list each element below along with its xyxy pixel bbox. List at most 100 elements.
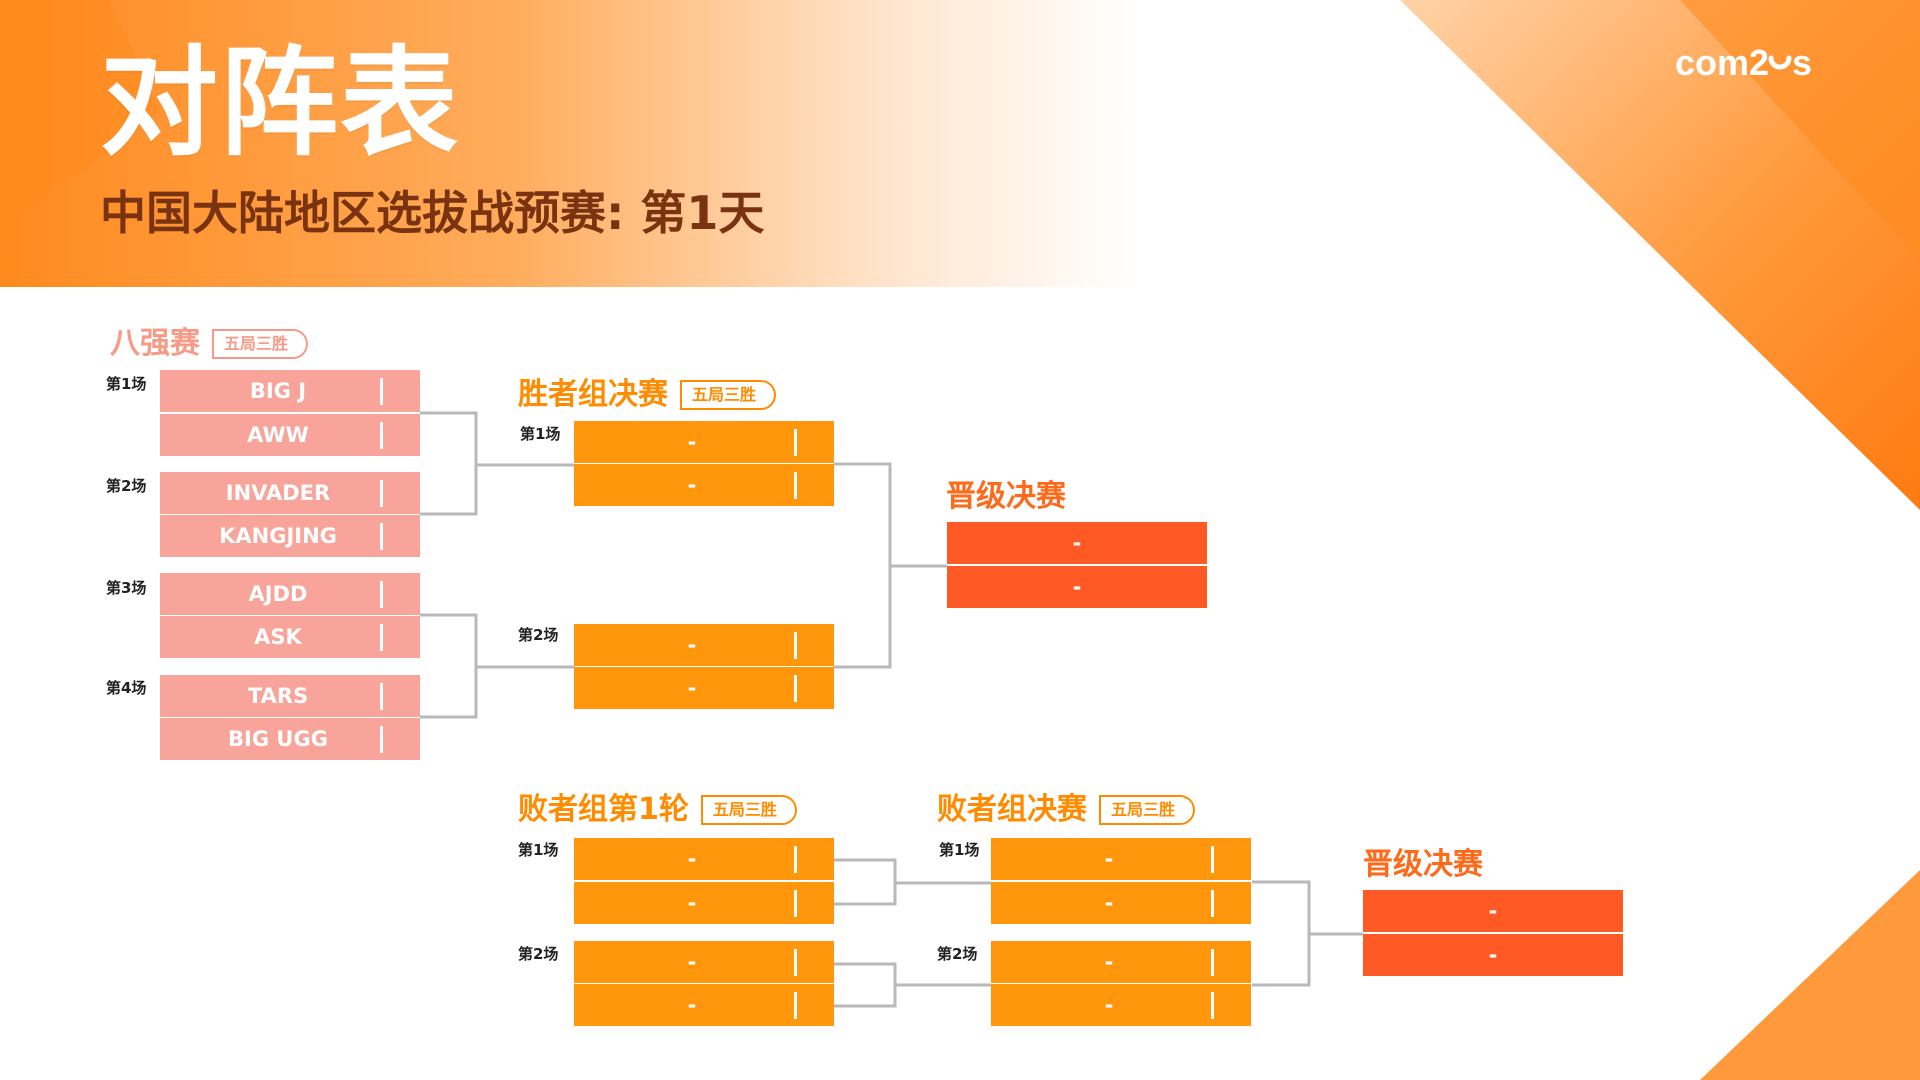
team-slot-qf2-b[interactable]: KANGJING xyxy=(160,515,420,557)
team-slot-lf1-b[interactable]: - xyxy=(991,882,1251,924)
section-winners-final: 胜者组决赛 五局三胜 xyxy=(518,377,777,412)
svg-text:com2: com2 xyxy=(1675,44,1769,83)
score-box xyxy=(386,515,420,557)
section-title: 胜者组决赛 xyxy=(518,377,668,412)
team-slot-losers-advance-a[interactable]: - xyxy=(1363,890,1623,932)
team-slot-qf1-b[interactable]: AWW xyxy=(160,414,420,456)
match-label-wf2: 第2场 xyxy=(518,626,559,644)
team-slot-wf1-b[interactable]: - xyxy=(574,464,834,506)
score-divider xyxy=(794,992,797,1019)
score-box xyxy=(800,624,834,666)
connector-lr1-m1-b xyxy=(834,883,897,906)
team-slot-lr1-2-b[interactable]: - xyxy=(574,984,834,1026)
svg-text:s: s xyxy=(1792,44,1812,83)
score-divider xyxy=(380,422,383,449)
team-slot-lf2-a[interactable]: - xyxy=(991,941,1251,983)
format-badge: 五局三胜 xyxy=(1099,795,1196,825)
score-box xyxy=(386,616,420,658)
score-divider xyxy=(380,683,383,710)
team-slot-lr1-2-a[interactable]: - xyxy=(574,941,834,983)
score-box xyxy=(386,472,420,514)
connector-qf1 xyxy=(420,411,478,465)
score-divider xyxy=(794,675,797,702)
team-name: - xyxy=(1072,575,1082,599)
score-box xyxy=(1217,838,1251,880)
team-slot-wf1-a[interactable]: - xyxy=(574,421,834,463)
team-name: ASK xyxy=(254,625,302,649)
team-name: - xyxy=(687,430,697,454)
team-slot-wf2-a[interactable]: - xyxy=(574,624,834,666)
score-divider xyxy=(380,480,383,507)
connector-qf4 xyxy=(420,667,478,719)
score-divider xyxy=(1211,846,1214,873)
score-box xyxy=(800,838,834,880)
team-slot-qf2-a[interactable]: INVADER xyxy=(160,472,420,514)
team-slot-qf3-a[interactable]: AJDD xyxy=(160,573,420,615)
connector-lr1-m2-a xyxy=(834,962,897,985)
connector-lr1-m1-a xyxy=(834,858,897,883)
team-name: - xyxy=(687,473,697,497)
score-divider xyxy=(1211,949,1214,976)
score-divider xyxy=(1211,992,1214,1019)
score-box xyxy=(800,941,834,983)
score-box xyxy=(386,718,420,760)
score-divider xyxy=(794,429,797,456)
team-name: AJDD xyxy=(248,582,308,606)
team-slot-losers-advance-b[interactable]: - xyxy=(1363,934,1623,976)
score-divider xyxy=(794,890,797,917)
team-name: - xyxy=(687,847,697,871)
team-name: INVADER xyxy=(225,481,331,505)
score-box xyxy=(386,414,420,456)
score-box xyxy=(386,370,420,412)
team-slot-winners-advance-b[interactable]: - xyxy=(947,566,1207,608)
section-title: 败者组决赛 xyxy=(937,792,1087,827)
team-slot-lr1-1-a[interactable]: - xyxy=(574,838,834,880)
team-name: - xyxy=(687,950,697,974)
match-label-qf3: 第3场 xyxy=(106,579,147,597)
team-slot-lf2-b[interactable]: - xyxy=(991,984,1251,1026)
match-label-qf1: 第1场 xyxy=(106,375,147,393)
team-name: - xyxy=(687,676,697,700)
team-name: BIG UGG xyxy=(228,727,328,751)
section-title: 八强赛 xyxy=(110,326,200,361)
team-slot-lr1-1-b[interactable]: - xyxy=(574,882,834,924)
score-box xyxy=(1217,984,1251,1026)
score-box xyxy=(800,421,834,463)
score-divider xyxy=(380,523,383,550)
team-name: - xyxy=(1104,993,1114,1017)
format-badge: 五局三胜 xyxy=(680,380,777,410)
score-box xyxy=(1217,941,1251,983)
connector-lr1-m2-b xyxy=(834,985,897,1008)
team-slot-winners-advance-a[interactable]: - xyxy=(947,522,1207,564)
team-slot-qf4-b[interactable]: BIG UGG xyxy=(160,718,420,760)
team-slot-lf1-a[interactable]: - xyxy=(991,838,1251,880)
score-box xyxy=(386,675,420,717)
section-title: 败者组第1轮 xyxy=(518,792,689,827)
score-divider xyxy=(794,472,797,499)
score-box xyxy=(386,573,420,615)
team-name: - xyxy=(687,891,697,915)
score-divider xyxy=(794,949,797,976)
score-box xyxy=(1217,882,1251,924)
score-divider xyxy=(794,846,797,873)
score-divider xyxy=(380,624,383,651)
team-name: - xyxy=(687,633,697,657)
score-divider xyxy=(380,581,383,608)
com2us-logo: com2 s xyxy=(1675,44,1812,83)
team-name: BIG J xyxy=(249,379,307,403)
team-slot-qf1-a[interactable]: BIG J xyxy=(160,370,420,412)
score-divider xyxy=(1211,890,1214,917)
team-name: - xyxy=(1104,847,1114,871)
match-label-lf2: 第2场 xyxy=(937,945,978,963)
section-losers-final: 败者组决赛 五局三胜 xyxy=(937,792,1196,827)
format-badge: 五局三胜 xyxy=(700,795,797,825)
section-losers-advance: 晋级决赛 xyxy=(1363,848,1483,882)
team-slot-wf2-b[interactable]: - xyxy=(574,667,834,709)
team-slot-qf4-a[interactable]: TARS xyxy=(160,675,420,717)
section-title: 晋级决赛 xyxy=(946,479,1066,514)
section-title: 晋级决赛 xyxy=(1363,847,1483,882)
page-subtitle: 中国大陆地区选拔战预赛: 第1天 xyxy=(100,186,765,240)
team-slot-qf3-b[interactable]: ASK xyxy=(160,616,420,658)
format-badge: 五局三胜 xyxy=(212,329,309,359)
